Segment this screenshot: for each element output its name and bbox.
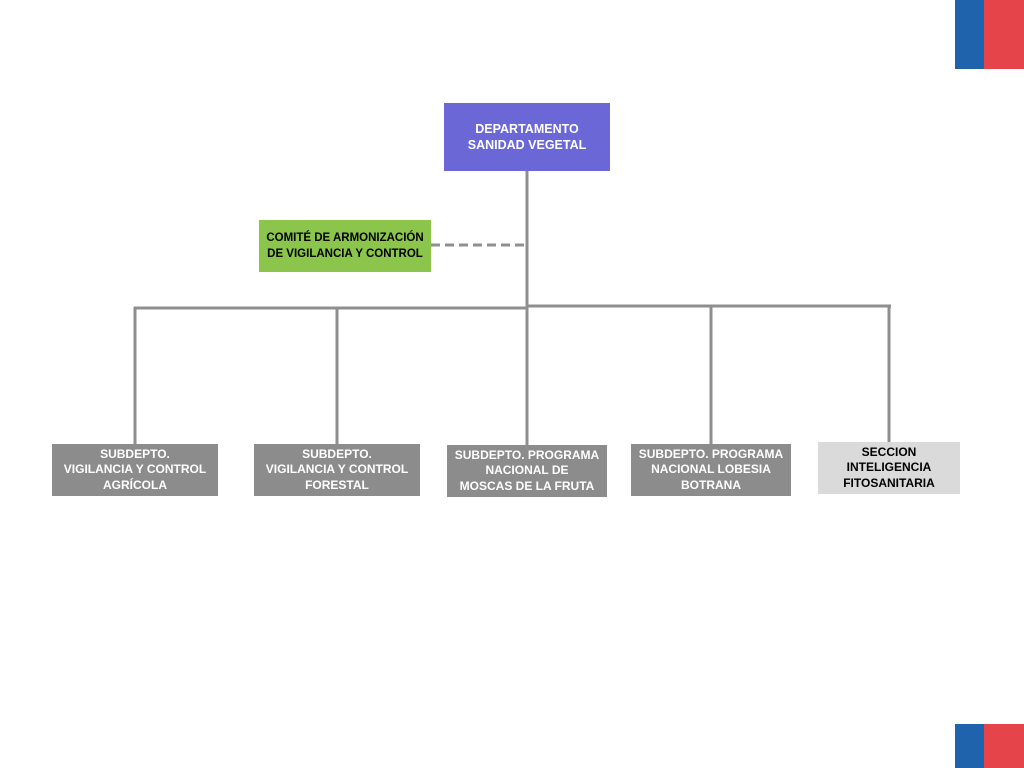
unit-box-lobesia-botrana: SUBDEPTO. PROGRAMA NACIONAL LOBESIA BOTR… xyxy=(631,444,791,496)
flag-red-stripe xyxy=(984,0,1024,69)
unit-box-forestal: SUBDEPTO. VIGILANCIA Y CONTROL FORESTAL xyxy=(254,444,420,496)
flag-corner-bottom xyxy=(955,724,1024,768)
unit-box-moscas-fruta: SUBDEPTO. PROGRAMA NACIONAL DE MOSCAS DE… xyxy=(447,445,607,497)
flag-red-stripe xyxy=(984,724,1024,768)
flag-blue-stripe xyxy=(955,0,984,69)
unit-box-agricola: SUBDEPTO. VIGILANCIA Y CONTROL AGRÍCOLA xyxy=(52,444,218,496)
flag-corner-top xyxy=(955,0,1024,69)
flag-blue-stripe xyxy=(955,724,984,768)
committee-box: COMITÉ DE ARMONIZACIÓN DE VIGILANCIA Y C… xyxy=(259,220,431,272)
unit-box-inteligencia-fitosanitaria: SECCION INTELIGENCIA FITOSANITARIA xyxy=(818,442,960,494)
department-box: DEPARTAMENTO SANIDAD VEGETAL xyxy=(444,103,610,171)
